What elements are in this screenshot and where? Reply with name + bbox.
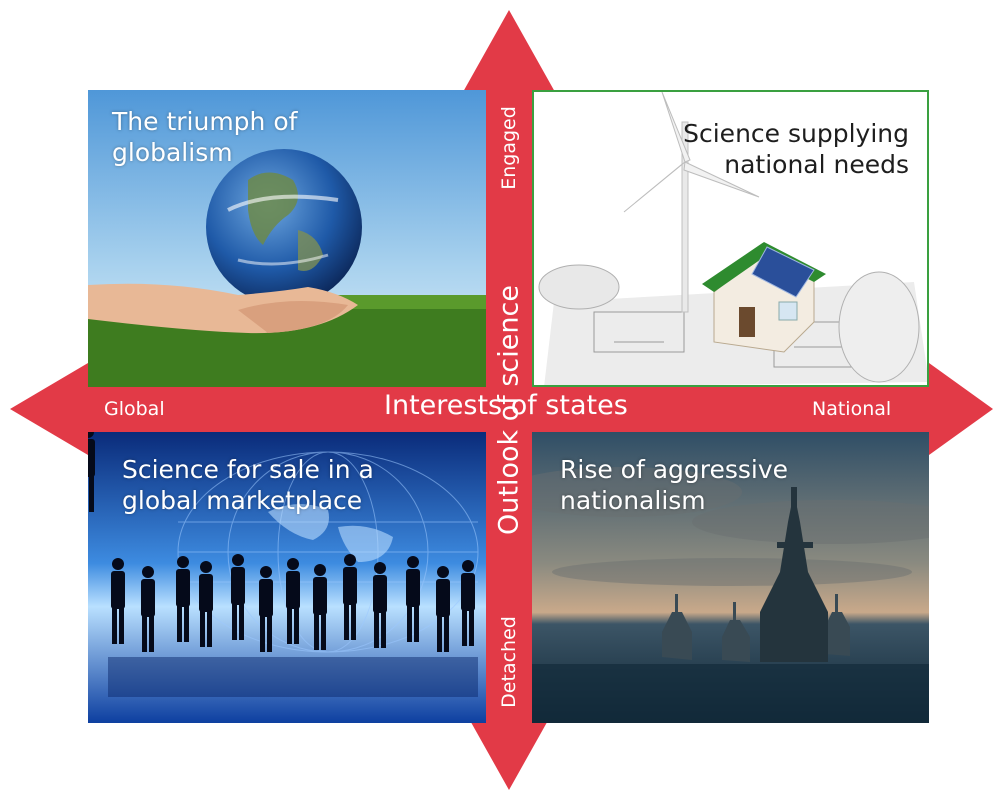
quadrant-title: The triumph of globalism [112,107,298,167]
axis-label-engaged: Engaged [498,106,520,190]
axis-title-interests-of-states: Interests of states [384,390,628,421]
axis-label-global: Global [104,398,165,420]
quadrant-science-for-sale: Science for sale in a global marketplace [88,432,486,723]
wind-turbine-house-image [534,92,927,385]
quadrant-science-supplying-national-needs: Science supplying national needs [532,90,929,387]
quadrant-title: Science for sale in a global marketplace [122,455,374,515]
quadrant-triumph-of-globalism: The triumph of globalism [88,90,486,387]
axis-label-national: National [812,398,892,420]
quadrant-rise-of-aggressive-nationalism: Rise of aggressive nationalism [532,432,929,723]
quadrant-title: Rise of aggressive nationalism [560,455,789,515]
business-silhouettes-image [88,432,486,723]
earth-in-hands-image [88,90,486,387]
quadrant-title: Science supplying national needs [683,119,909,179]
axis-title-outlook-of-science: Outlook of science [493,285,525,535]
axis-label-detached: Detached [498,616,520,708]
warships-image [532,432,929,723]
